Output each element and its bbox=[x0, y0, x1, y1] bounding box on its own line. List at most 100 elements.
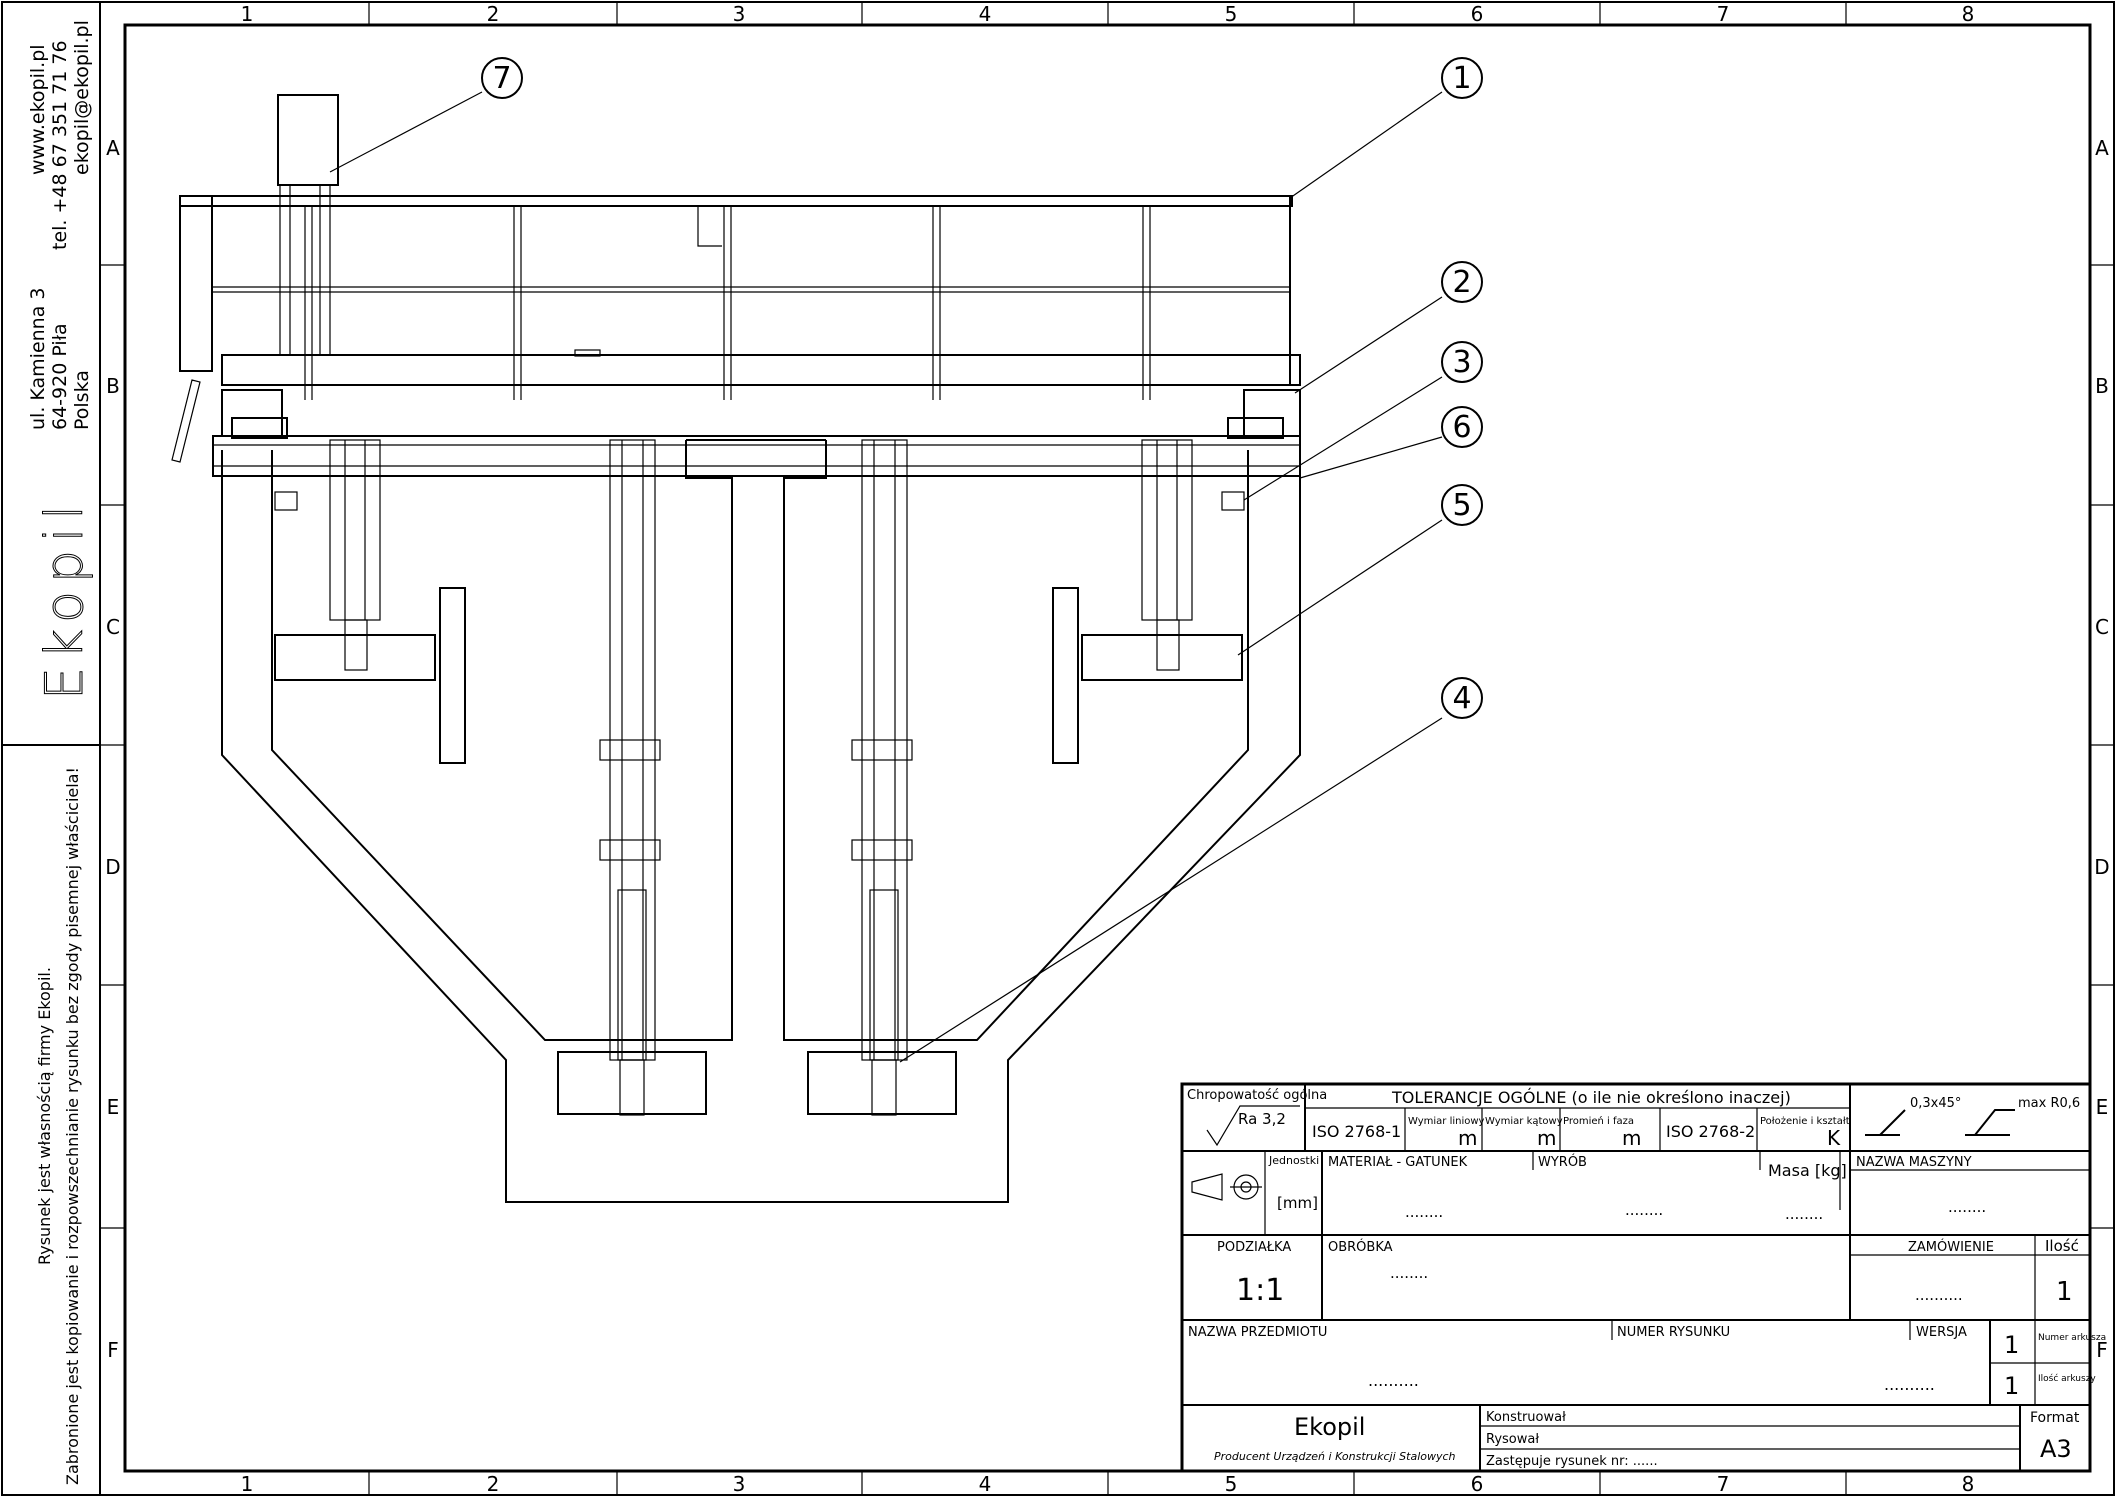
callout-4-label: 4 bbox=[1452, 681, 1471, 716]
company-name: Ekopil bbox=[1294, 1413, 1365, 1441]
grid-col-bottom-1: 1 bbox=[241, 1472, 254, 1496]
roughness-label: Chropowatość ogólna bbox=[1187, 1088, 1327, 1103]
callout-7-label: 7 bbox=[492, 61, 511, 96]
scraper-shaft-left bbox=[557, 439, 707, 1116]
grid-row-right-D: D bbox=[2094, 855, 2109, 879]
grid-row-left-F: F bbox=[107, 1338, 119, 1362]
iso-2768-2: ISO 2768-2 bbox=[1666, 1122, 1755, 1141]
grid-col-bottom-3: 3 bbox=[733, 1472, 746, 1496]
podzialka-value: 1:1 bbox=[1236, 1273, 1284, 1308]
polozenie-ksztalt-value: K bbox=[1827, 1126, 1841, 1150]
address-city: 64-920 Piła bbox=[49, 323, 71, 430]
handrail-top bbox=[179, 195, 1293, 207]
sidebar-logo: Ekopil bbox=[35, 497, 95, 700]
skimmer-arm-left bbox=[274, 439, 466, 764]
iso-2768-1: ISO 2768-1 bbox=[1312, 1122, 1401, 1141]
jednostki-value: [mm] bbox=[1277, 1194, 1318, 1212]
grid-row-left-B: B bbox=[106, 374, 120, 398]
sidebar-contact: www.ekopil.pl tel. +48 67 351 71 76 ekop… bbox=[27, 20, 93, 430]
wyrob-value: ........ bbox=[1625, 1201, 1663, 1219]
clarifier-drawing bbox=[171, 94, 1301, 1203]
callout-6-label: 6 bbox=[1452, 410, 1471, 445]
sidebar-notice: Rysunek jest własnością firmy Ekopil. Za… bbox=[35, 767, 82, 1485]
numer-rysunku-label: NUMER RYSUNKU bbox=[1617, 1325, 1730, 1340]
grid-col-bottom-5: 5 bbox=[1225, 1472, 1238, 1496]
zastepuje-label: Zastępuje rysunek nr: ...... bbox=[1486, 1454, 1658, 1469]
wersja-label: WERSJA bbox=[1916, 1325, 1967, 1340]
callout-5-label: 5 bbox=[1452, 488, 1471, 523]
callout-4: 4 bbox=[1441, 677, 1483, 719]
wymiar-katowy: Wymiar kątowy bbox=[1485, 1116, 1563, 1127]
grid-row-right-B: B bbox=[2095, 374, 2109, 398]
grid-col-top-7: 7 bbox=[1717, 2, 1730, 26]
nazwa-maszyny-label: NAZWA MASZYNY bbox=[1856, 1155, 1972, 1170]
grid-col-top-6: 6 bbox=[1471, 2, 1484, 26]
zamowienie-value: .......... bbox=[1915, 1286, 1963, 1304]
skimmer-arm-right bbox=[1052, 439, 1243, 764]
wersja-value: 1 bbox=[2004, 1331, 2019, 1359]
address-street: ul. Kamienna 3 bbox=[27, 288, 49, 431]
grid-col-top-1: 1 bbox=[241, 2, 254, 26]
callout-6: 6 bbox=[1441, 406, 1483, 448]
grid-col-bottom-8: 8 bbox=[1962, 1472, 1975, 1496]
address-country: Polska bbox=[71, 370, 93, 430]
grid-row-left-A: A bbox=[106, 136, 120, 160]
obrobka-value: ........ bbox=[1390, 1264, 1428, 1282]
grid-row-left-D: D bbox=[105, 855, 120, 879]
promien-faza-value: m bbox=[1622, 1126, 1641, 1150]
numer-rysunku-value: .......... bbox=[1884, 1375, 1935, 1394]
tank-inner-left bbox=[271, 440, 733, 1041]
grid-row-left-E: E bbox=[107, 1095, 120, 1119]
grid-ticks bbox=[100, 2, 2114, 1495]
drive-motor bbox=[277, 94, 339, 186]
callout-1: 1 bbox=[1441, 57, 1483, 99]
format-label: Format bbox=[2030, 1410, 2080, 1426]
material-value: ........ bbox=[1405, 1203, 1443, 1221]
callout-5: 5 bbox=[1441, 484, 1483, 526]
grid-col-top-4: 4 bbox=[979, 2, 992, 26]
callout-2: 2 bbox=[1441, 261, 1483, 303]
nazwa-maszyny-value: ........ bbox=[1948, 1198, 1986, 1216]
contact-email[interactable]: ekopil@ekopil.pl bbox=[71, 20, 93, 175]
polozenie-ksztalt: Położenie i kształt bbox=[1760, 1116, 1850, 1127]
jednostki-label: Jednostki bbox=[1268, 1154, 1319, 1167]
grid-col-bottom-6: 6 bbox=[1471, 1472, 1484, 1496]
grid-col-top-8: 8 bbox=[1962, 2, 1975, 26]
contact-web[interactable]: www.ekopil.pl bbox=[27, 44, 49, 175]
grid-row-left-C: C bbox=[106, 615, 120, 639]
grid-col-top-5: 5 bbox=[1225, 2, 1238, 26]
callouts: 7 1 2 3 6 5 4 bbox=[481, 57, 1483, 719]
masa-value: ........ bbox=[1785, 1205, 1823, 1223]
radius-note: max R0,6 bbox=[2018, 1096, 2080, 1111]
ilosc-value: 1 bbox=[2056, 1277, 2073, 1307]
drawing-frame bbox=[123, 23, 2092, 1473]
wymiar-liniowy-value: m bbox=[1458, 1126, 1477, 1150]
handrail-posts bbox=[304, 206, 1151, 400]
roughness-value: Ra 3,2 bbox=[1238, 1110, 1286, 1128]
rysowal-label: Rysował bbox=[1486, 1432, 1539, 1447]
grid-col-bottom-4: 4 bbox=[979, 1472, 992, 1496]
grid-col-top-3: 3 bbox=[733, 2, 746, 26]
tolerances-title: TOLERANCJE OGÓLNE (o ile nie określono i… bbox=[1391, 1088, 1791, 1107]
notice-line-2: Zabronione jest kopiowanie i rozpowszech… bbox=[63, 767, 82, 1485]
grid-row-right-E: E bbox=[2096, 1095, 2109, 1119]
podzialka-label: PODZIAŁKA bbox=[1217, 1240, 1291, 1255]
wymiar-katowy-value: m bbox=[1537, 1126, 1556, 1150]
chamfer-note: 0,3x45° bbox=[1910, 1096, 1961, 1111]
company-subtitle: Producent Urządzeń i Konstrukcji Stalowy… bbox=[1214, 1450, 1456, 1463]
masa-label: Masa [kg] bbox=[1768, 1161, 1847, 1180]
notice-line-1: Rysunek jest własnością firmy Ekopil. bbox=[35, 967, 54, 1265]
bridge-girder bbox=[212, 435, 1301, 477]
obrobka-label: OBRÓBKA bbox=[1328, 1239, 1393, 1255]
callout-3: 3 bbox=[1441, 341, 1483, 383]
grid-row-right-F: F bbox=[2096, 1338, 2108, 1362]
zamowienie-label: ZAMÓWIENIE bbox=[1908, 1239, 1994, 1255]
callout-leaders bbox=[329, 91, 1443, 1063]
contact-tel: tel. +48 67 351 71 76 bbox=[49, 40, 71, 250]
ilosc-label: Ilość bbox=[2045, 1237, 2079, 1255]
bridge-beam bbox=[221, 354, 1301, 386]
tank-outer bbox=[221, 450, 1301, 1203]
ilosc-arkuszy-label: Ilość arkuszy bbox=[2038, 1373, 2096, 1384]
